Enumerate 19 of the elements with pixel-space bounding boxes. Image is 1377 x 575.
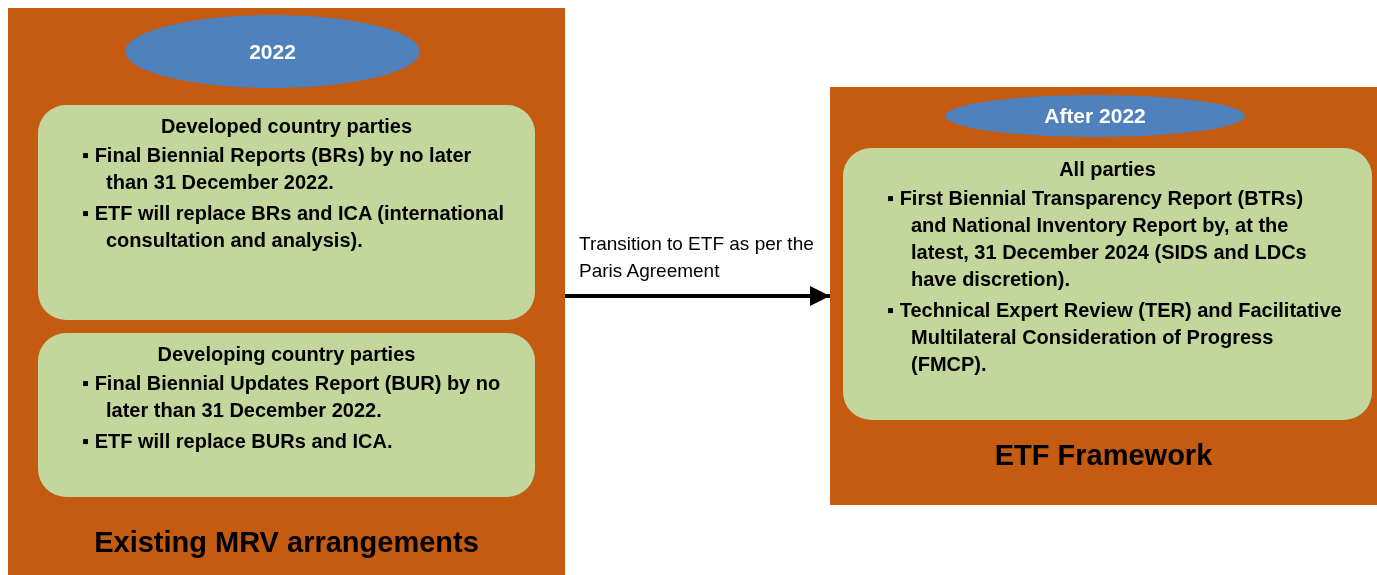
- bullet-item: ▪ Final Biennial Updates Report (BUR) by no later than 31 December 2022.: [82, 371, 502, 423]
- info-card: [38, 105, 535, 320]
- bullet-item: ▪ Technical Expert Review (TER) and Facilitative Multilateral Consideration of Progress (FMCP).: [887, 298, 1343, 377]
- group-panel: [830, 87, 1377, 505]
- bullet-item: ▪ Final Biennial Reports (BRs) by no later than 31 December 2022.: [82, 143, 473, 195]
- bullet-item: ▪ ETF will replace BRs and ICA (international consultation and analysis).: [82, 201, 505, 253]
- ellipse-label: 2022: [249, 39, 296, 64]
- group-panel: [8, 8, 565, 575]
- card-heading: Developed country parties: [159, 115, 414, 138]
- card-heading: Developing country parties: [156, 343, 417, 366]
- panel-title: Existing MRV arrangements: [93, 526, 480, 559]
- bullet-item: ▪ First Biennial Transparency Report (BTRs) and National Inventory Report by, at the latest, 31 December 2024 (SIDS and LDCs have discretion).: [887, 186, 1308, 292]
- info-card: [843, 148, 1372, 420]
- arrow: [565, 286, 830, 306]
- ellipse-label: After 2022: [1044, 104, 1146, 128]
- bullet-item: ▪ ETF will replace BURs and ICA.: [82, 429, 394, 454]
- panel-title: ETF Framework: [993, 439, 1214, 472]
- info-card: [38, 333, 535, 497]
- card-heading: All parties: [1058, 158, 1157, 181]
